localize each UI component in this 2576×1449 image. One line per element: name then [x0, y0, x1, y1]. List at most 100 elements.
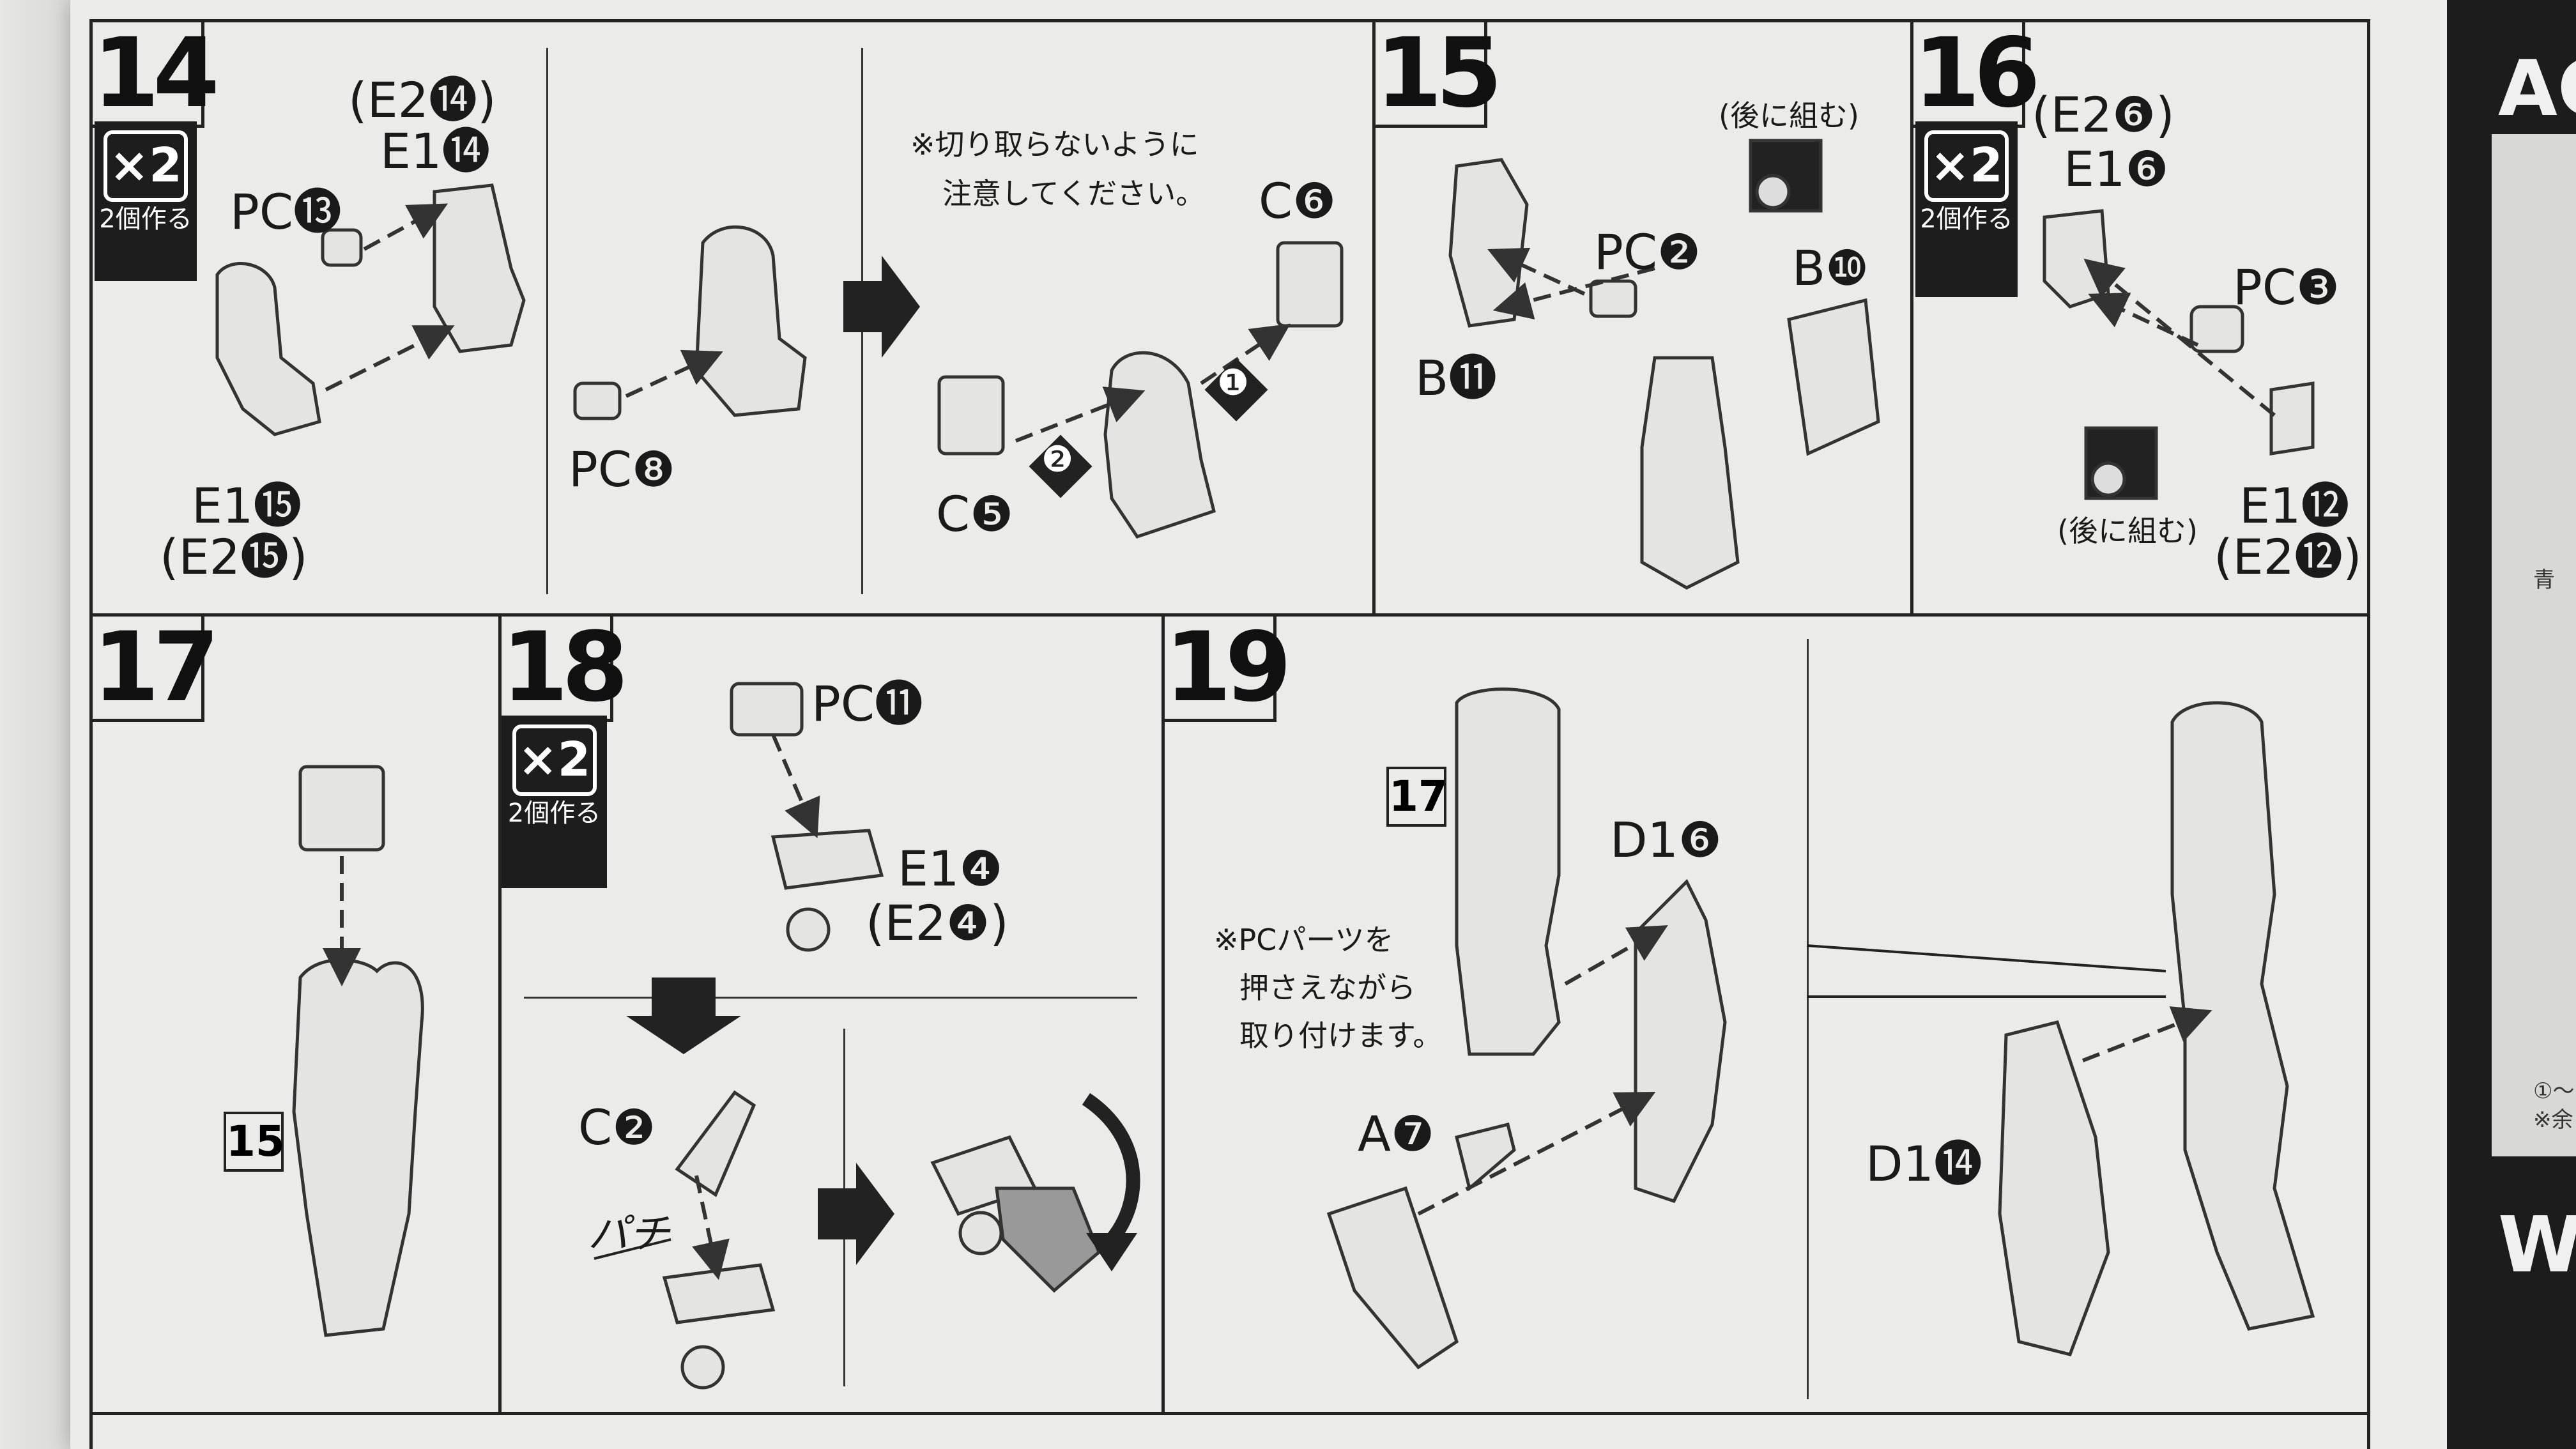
snap-sound-label: パチ: [588, 1211, 670, 1258]
caution-note: 押さえながら: [1239, 970, 1416, 1005]
frame-left: [89, 19, 93, 1449]
later-assembly-note: (後に組む): [2057, 514, 2198, 548]
sequence-marker: [1029, 434, 1092, 498]
caution-note: ※切り取らないように: [910, 127, 1199, 162]
make-two-badge: ×2 2個作る: [95, 121, 197, 281]
joint-part-drawing: [1276, 241, 1344, 328]
leg-frame-drawing: [1640, 356, 1740, 590]
frame-divider: [1162, 613, 1165, 1413]
part-label: E1❻: [2064, 141, 2169, 197]
caution-note: ※PCパーツを: [1214, 923, 1394, 957]
part-label: PC❽: [569, 441, 676, 498]
assembly-line: [692, 1175, 730, 1280]
part-label: C❺: [936, 486, 1014, 542]
next-page-heading: AC: [2498, 45, 2576, 134]
knee-armor-drawing: [995, 1186, 1101, 1293]
knee-armor-drawing: [675, 1090, 756, 1197]
leg-part-drawing: [1103, 351, 1216, 539]
part-label: PC⓭: [230, 183, 342, 240]
part-label: (E2⓬): [2214, 528, 2362, 585]
step-number: 16: [1910, 19, 2041, 128]
multiplier-label: ×2: [103, 130, 188, 202]
next-page-heading: WA: [2498, 1201, 2576, 1290]
next-page-note: ※余: [2533, 1107, 2573, 1133]
assembly-line: [771, 733, 820, 839]
frame-divider: [1910, 19, 1913, 615]
leg-assembly-drawing: [1455, 687, 1561, 1056]
step-arrow: [818, 1163, 894, 1265]
next-page-note: ①～: [2533, 1078, 2575, 1104]
multiplier-label: ×2: [512, 724, 597, 796]
leg-part-drawing: [694, 225, 807, 417]
poly-cap-drawing: [730, 682, 804, 737]
make-two-badge: ×2 2個作る: [502, 716, 607, 888]
part-label: A❼: [1358, 1105, 1435, 1162]
part-label: D1⓮: [1866, 1135, 1982, 1192]
sequence-label: ❷: [1041, 439, 1074, 480]
part-label: (E2❻): [2032, 86, 2175, 143]
part-label: (E2❹): [866, 894, 1009, 951]
outer-armor-drawing: [1998, 1020, 2110, 1356]
outer-armor-drawing: [1634, 878, 1727, 1204]
part-label: PC❷: [1594, 224, 1701, 280]
part-label: (E2⓯): [160, 528, 308, 585]
assembly-line: [1200, 323, 1291, 385]
assembly-line: [2083, 258, 2276, 417]
step-arrow: [843, 256, 920, 358]
sub-divider: [524, 997, 1137, 999]
part-label: C❻: [1259, 172, 1337, 229]
leg-assembly-drawing: [292, 958, 424, 1337]
frame-right: [2367, 19, 2370, 1449]
part-label: B⓫: [1415, 349, 1498, 406]
next-page-label: 青: [2533, 567, 2555, 593]
assembly-line: [625, 349, 723, 398]
assembly-line: [1417, 1092, 1656, 1216]
part-label: E1❹: [898, 840, 1003, 897]
poly-cap-drawing: [321, 228, 363, 267]
assembly-line: [325, 325, 455, 392]
leg-part-drawing: [433, 183, 526, 353]
foot-part-drawing: [1326, 1186, 1459, 1370]
joint-part-drawing: [2043, 209, 2110, 309]
leg-assembly-drawing: [2170, 701, 2315, 1331]
part-label: C❷: [578, 1099, 656, 1156]
multiplier-note: 2個作る: [1920, 204, 2013, 234]
make-two-badge: ×2 2個作る: [1915, 121, 2018, 297]
frame-divider: [1372, 19, 1376, 615]
poly-cap-drawing: [2189, 305, 2244, 353]
frame-top: [89, 19, 2370, 22]
step-number: 15: [1372, 19, 1503, 128]
part-label: PC⓫: [811, 675, 923, 732]
multiplier-note: 2個作る: [507, 799, 601, 828]
sub-divider: [1807, 639, 1809, 1399]
assembly-line: [1564, 925, 1668, 986]
poly-cap-drawing: [573, 381, 622, 420]
part-label: D1❻: [1610, 811, 1722, 868]
knee-joint-drawing: [662, 1263, 776, 1324]
part-label: E1⓮: [380, 123, 491, 180]
part-label: B❿: [1792, 240, 1869, 296]
assembly-line: [1015, 387, 1146, 443]
sub-divider: [546, 48, 548, 594]
multiplier-note: 2個作る: [99, 204, 192, 234]
small-part-drawing: [2269, 381, 2315, 456]
joint-part-drawing: [298, 765, 385, 852]
armor-part-drawing: [1787, 298, 1880, 456]
sequence-label: ❶: [1217, 362, 1250, 404]
later-assembly-note: (後に組む): [1719, 98, 1859, 133]
caution-note: 注意してください。: [942, 176, 1206, 211]
part-label: PC❸: [2233, 259, 2340, 316]
thigh-part-drawing: [1448, 158, 1529, 328]
knee-joint-drawing: [770, 829, 884, 890]
caution-note: 取り付けます。: [1239, 1018, 1443, 1053]
part-label: E1⓬: [2239, 477, 2350, 534]
rotation-arrow: [1082, 1092, 1140, 1245]
multiplier-label: ×2: [1924, 130, 2009, 202]
part-label: (E2⓮): [348, 72, 496, 128]
step-reference: 15: [224, 1112, 285, 1172]
joint-part-drawing: [937, 375, 1005, 456]
step-number: 19: [1162, 613, 1292, 722]
assembly-line: [1487, 247, 1586, 296]
next-page-panel: [2492, 134, 2576, 1156]
